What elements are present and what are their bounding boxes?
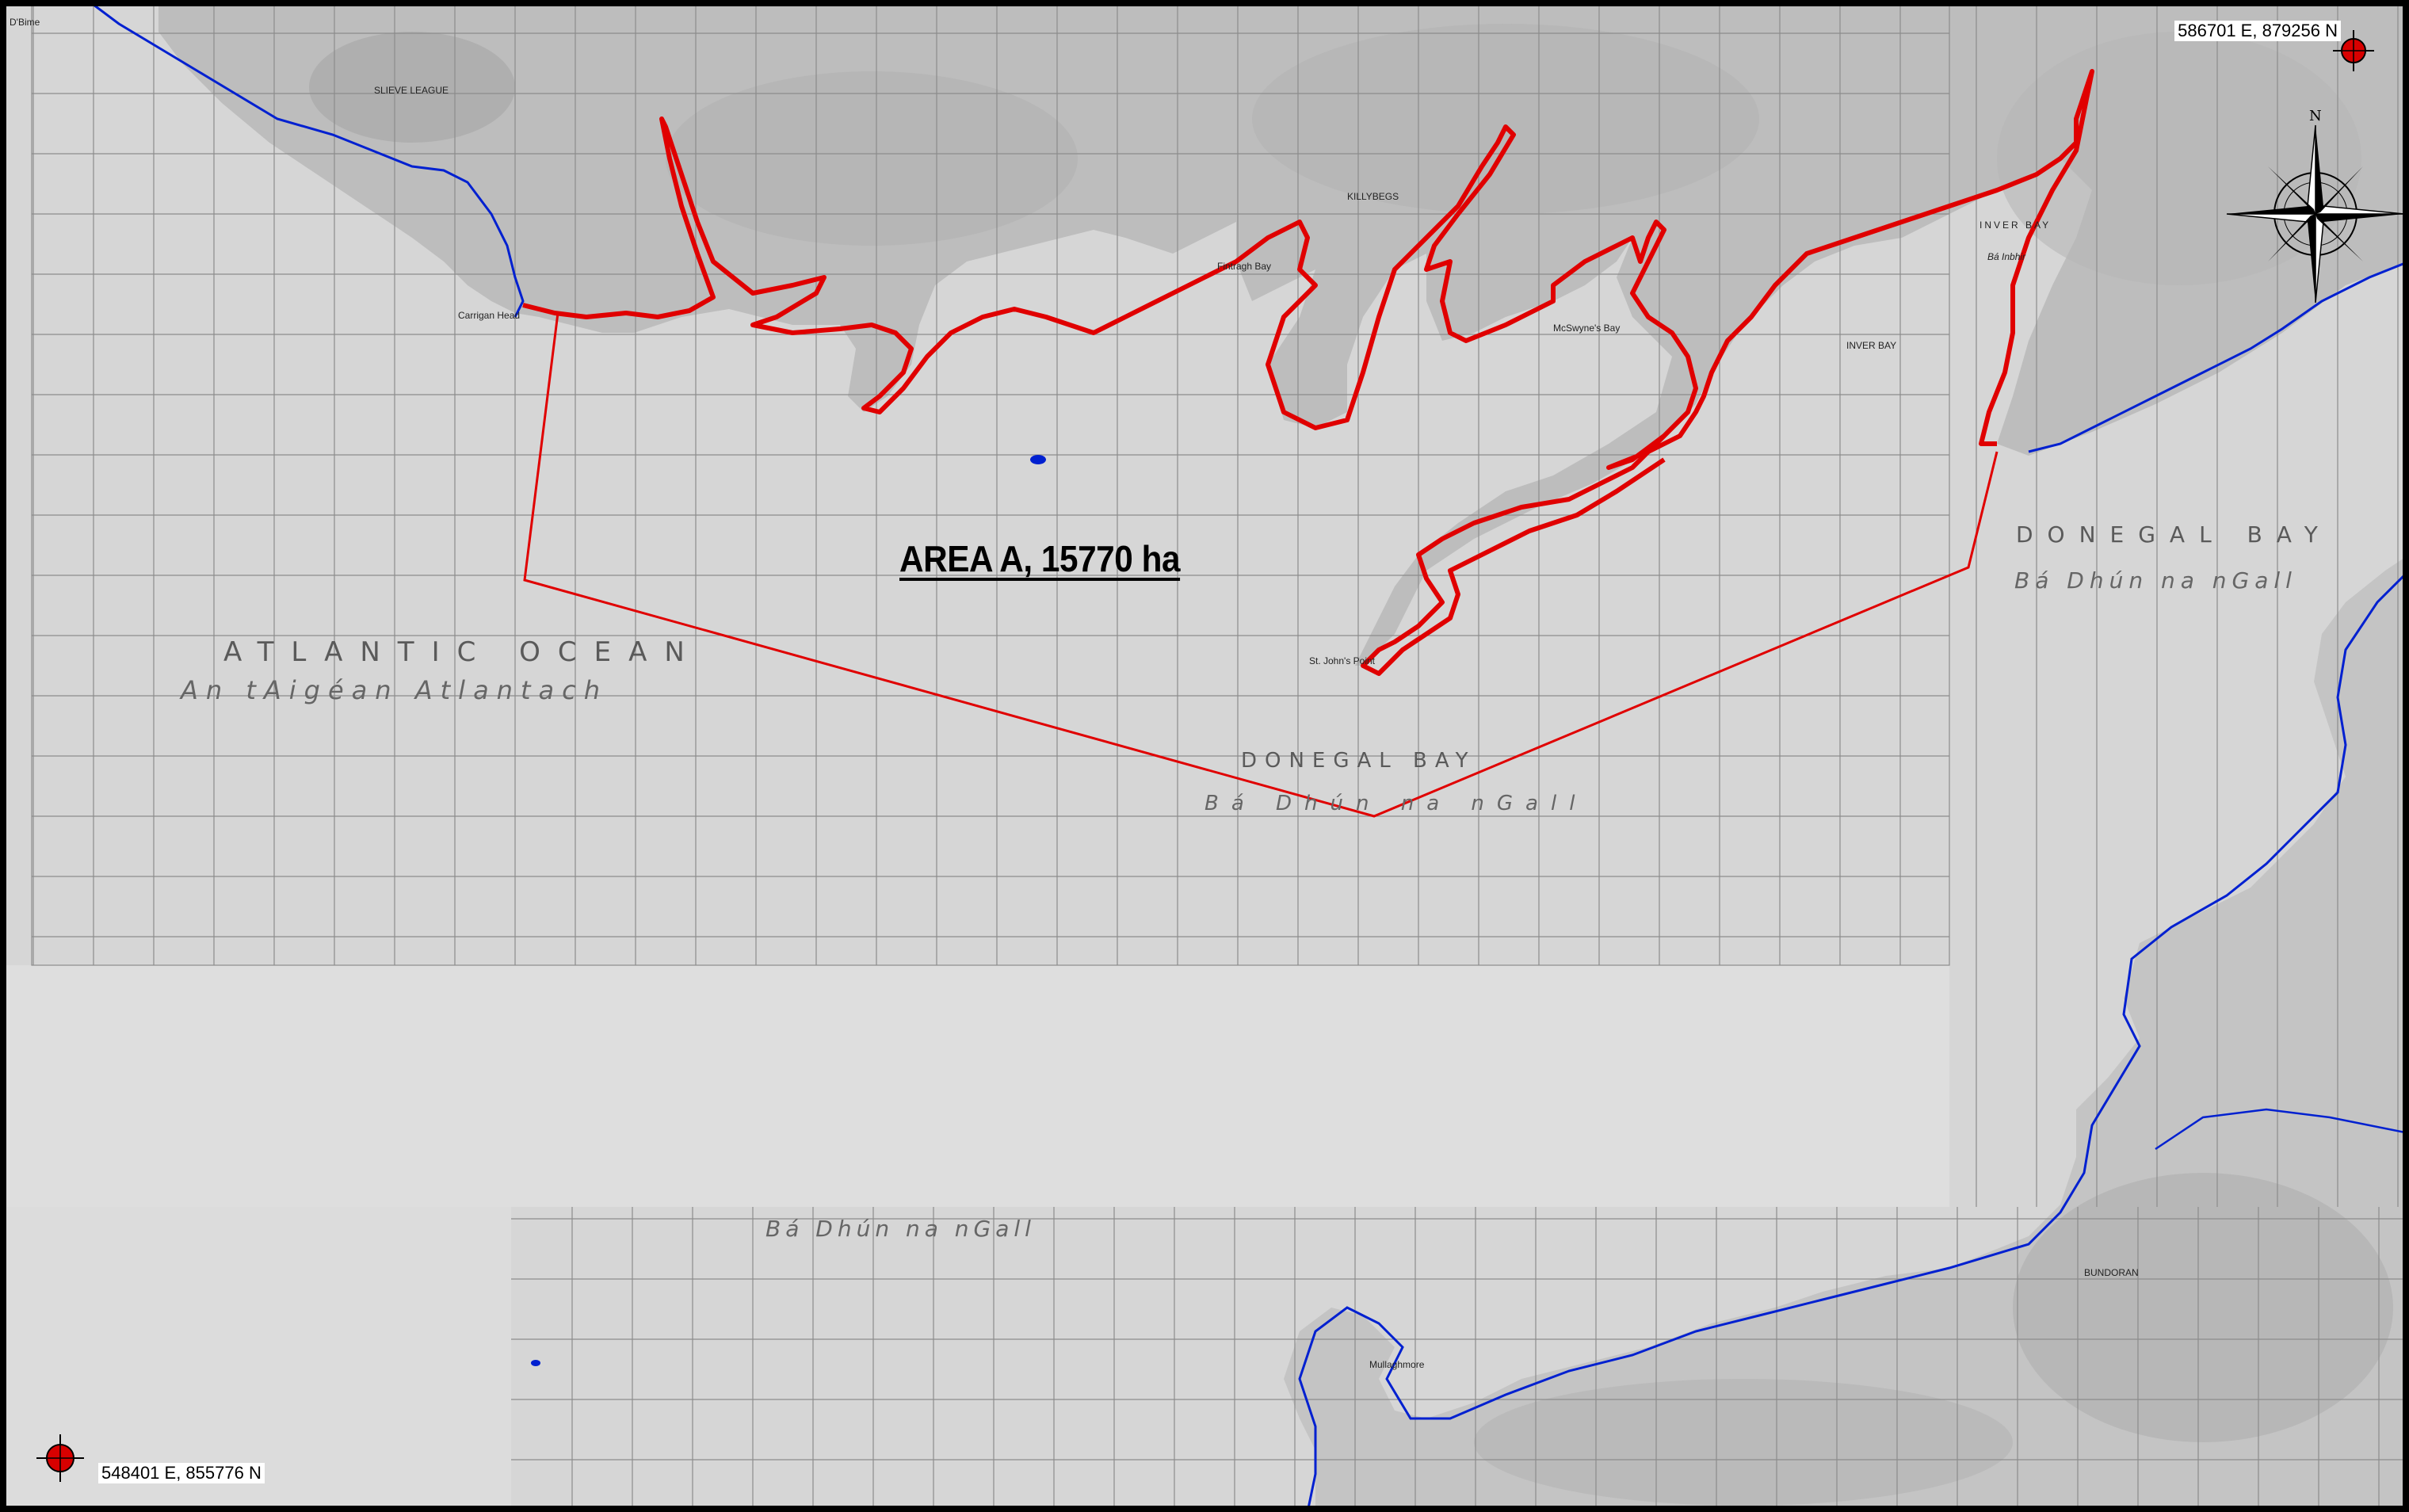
label-st-johns-point: St. John's Point bbox=[1309, 655, 1376, 666]
coastline-northeast bbox=[2028, 260, 2409, 453]
terrain-south bbox=[1474, 1379, 2013, 1506]
island-inishmurray bbox=[531, 1360, 540, 1366]
label-atlantic-ocean: ATLANTIC OCEAN bbox=[223, 636, 702, 668]
label-atlantic-ocean-irish: An tAigéan Atlantach bbox=[179, 675, 608, 705]
area-a-boundary-sea bbox=[523, 312, 1999, 818]
svg-text:N: N bbox=[2309, 108, 2322, 124]
label-carrigan-head: Carrigan Head bbox=[458, 310, 520, 321]
terrain-slieve-league bbox=[309, 32, 515, 143]
map-grid bbox=[31, 0, 2409, 1512]
area-a-boundary-coast bbox=[522, 69, 2094, 470]
coastline-east bbox=[1298, 569, 2409, 1512]
label-slieve-league: SLIEVE LEAGUE bbox=[374, 85, 449, 96]
sheet-border bbox=[31, 0, 1950, 966]
label-inver-bay-2: INVER BAY bbox=[1846, 340, 1896, 351]
label-bundoran: BUNDORAN bbox=[2084, 1267, 2139, 1278]
terrain-hills-east bbox=[1252, 24, 1759, 214]
sheet-gap-left bbox=[0, 1207, 511, 1512]
area-a-boundary-peninsula bbox=[1361, 433, 1666, 676]
survey-point-icon bbox=[36, 1434, 84, 1482]
survey-point-icon bbox=[2333, 30, 2374, 71]
label-fintragh-bay: Fintragh Bay bbox=[1217, 261, 1271, 272]
label-dorme: D'Bime bbox=[10, 17, 40, 28]
label-mcswynes-bay: McSwyne's Bay bbox=[1553, 323, 1620, 334]
label-donegal-bay-center-irish: Bá Dhún na nGall bbox=[1204, 792, 1587, 815]
label-donegal-bay-center: DONEGAL BAY bbox=[1241, 749, 1476, 773]
coordinate-ne-label: 586701 E, 879256 N bbox=[2174, 21, 2341, 41]
coastline-northwest bbox=[86, 0, 525, 318]
label-inver-bay-1: INVER BAY bbox=[1980, 220, 2051, 231]
label-mullaghmore: Mullaghmore bbox=[1369, 1359, 1425, 1370]
label-donegal-bay-lower-irish: Bá Dhún na nGall bbox=[765, 1216, 1036, 1242]
terrain-hills bbox=[666, 71, 1078, 246]
terrain-northeast bbox=[1997, 32, 2361, 285]
river-erne bbox=[2155, 1108, 2409, 1151]
label-donegal-bay-right: DONEGAL BAY bbox=[2016, 521, 2332, 548]
sheet-gap-top bbox=[0, 965, 1949, 1207]
coordinate-sw-label: 548401 E, 855776 N bbox=[98, 1463, 265, 1483]
area-a-label: AREA A, 15770 ha bbox=[899, 538, 1181, 579]
terrain-bundoran bbox=[2013, 1173, 2393, 1442]
island-rathlin-obirne bbox=[1030, 455, 1046, 464]
label-killybegs: KILLYBEGS bbox=[1347, 191, 1399, 202]
compass-rose-icon: N bbox=[2226, 108, 2405, 304]
label-ba-inbhir: Bá Inbhir bbox=[1987, 251, 2026, 262]
label-donegal-bay-right-irish: Bá Dhún na nGall bbox=[2014, 567, 2297, 594]
